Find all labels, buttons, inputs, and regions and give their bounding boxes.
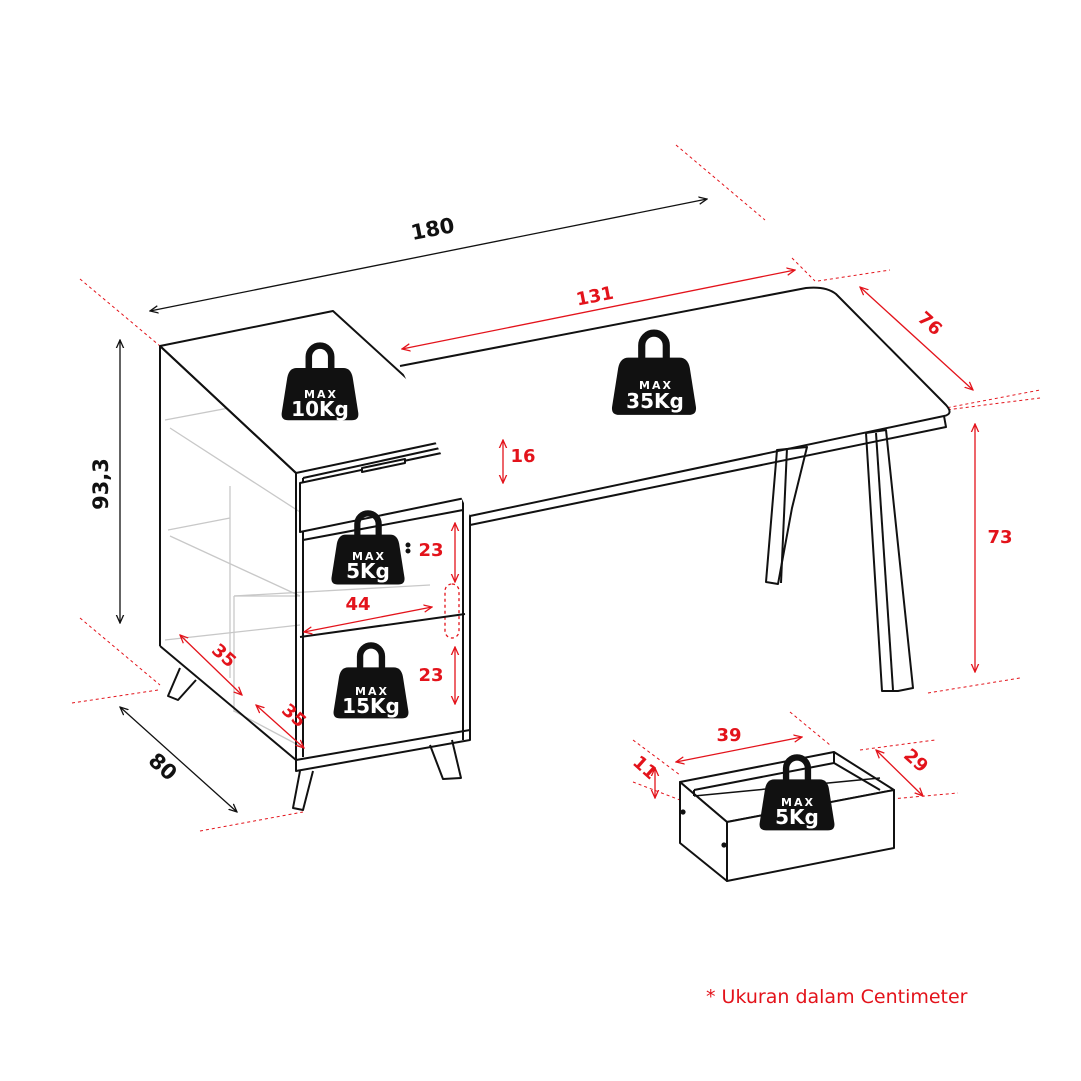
label-drawer-box-width: 39 [716,725,741,746]
label-upper-shelf-depth: 35 [207,640,240,672]
desk-return [399,286,951,692]
weight-max-label: MAX [304,388,338,401]
weight-value: 35Kg [626,389,684,413]
drawer-handle [361,458,406,473]
label-cabinet-depth: 80 [144,748,182,785]
desk-leg-outer [865,429,914,692]
drawer-box-front [726,789,895,882]
units-footnote: * Ukuran dalam Centimeter [706,986,968,1008]
cabinet-leg-front [292,770,314,811]
weight-badge-drawer: MAX 5Kg [760,757,835,830]
label-shelf-width: 44 [345,594,370,615]
weight-max-label: MAX [781,796,815,809]
weight-value: 15Kg [342,694,400,718]
dimension-lines-black [120,199,707,812]
weight-badge-desktop: MAX 35Kg [612,333,696,415]
weight-badge-upper-shelf: MAX 5Kg [331,513,404,584]
label-drawer-box-depth: 29 [899,745,932,777]
dimension-lines-red [180,270,975,798]
weight-badge-lower-shelf: MAX 15Kg [334,645,409,718]
weight-max-label: MAX [352,550,386,563]
weight-value: 5Kg [775,805,819,829]
weight-value: 5Kg [346,559,390,583]
cabinet-leg-right [429,739,462,780]
label-total-height: 93,3 [89,458,113,510]
label-drawer-box-height: 11 [628,752,661,784]
weight-value: 10Kg [291,397,349,421]
label-lower-shelf-depth: 35 [277,700,310,732]
label-desk-height: 73 [987,527,1012,548]
label-desktop-width: 131 [575,283,616,311]
desk-leg-inner [765,446,808,585]
label-total-width: 180 [409,213,457,245]
weight-max-label: MAX [355,685,389,698]
label-drawer-height: 16 [510,446,535,467]
weight-badge-cabinet-top: MAX 10Kg [282,346,359,421]
label-desktop-depth: 76 [913,308,946,340]
label-lower-shelf-height: 23 [418,665,443,686]
weight-max-label: MAX [639,379,673,392]
label-upper-shelf-height: 23 [418,540,443,561]
